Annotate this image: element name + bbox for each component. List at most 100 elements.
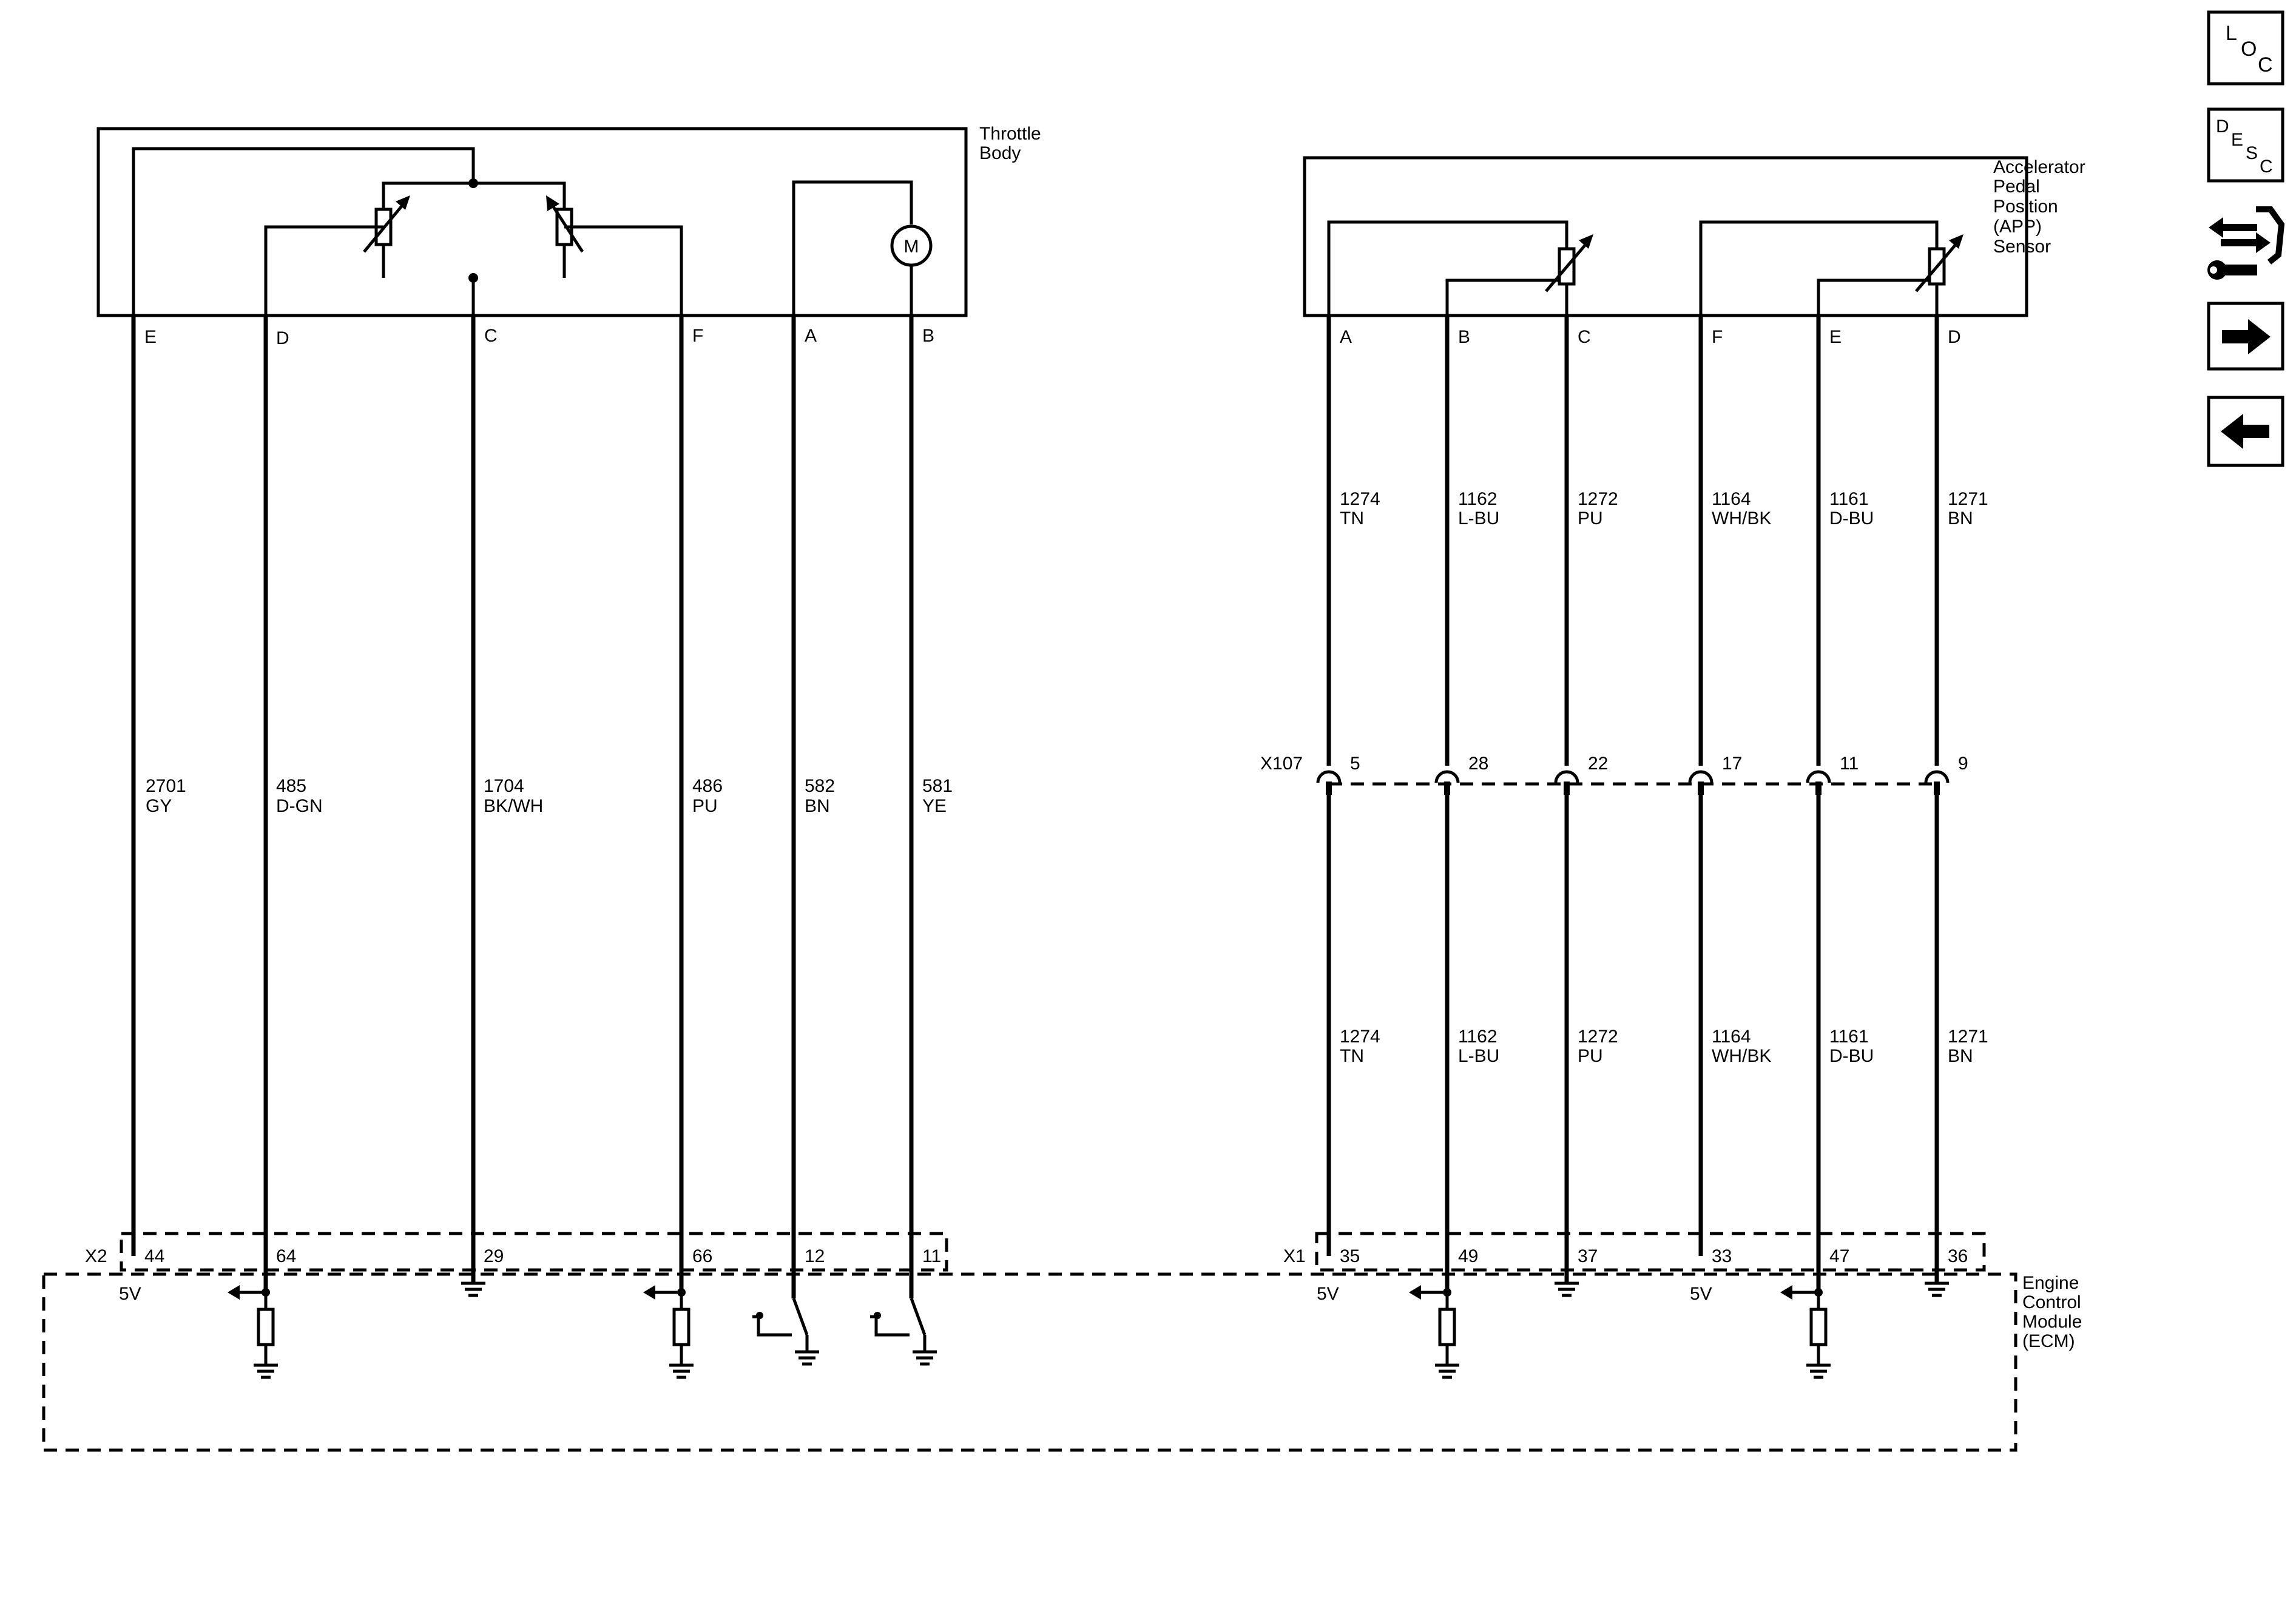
desc-letter-d: D	[2216, 116, 2229, 137]
ecm-signal-47	[1780, 1285, 1831, 1379]
wire-1164-circuit-lower: 1164	[1712, 1027, 1751, 1047]
ecm-ground-29	[461, 1281, 485, 1297]
app1-arrow	[1545, 238, 1591, 292]
x107-pin-17	[1688, 770, 1714, 795]
connector-wrench-icon	[2207, 206, 2285, 280]
wire-486-circuit: 486	[692, 776, 723, 796]
wire-1161-color-lower: D-BU	[1829, 1046, 1874, 1066]
ecm-signal-66	[643, 1285, 694, 1379]
wire-1704-circuit: 1704	[484, 776, 524, 796]
wire-1274-color-lower: TN	[1340, 1046, 1364, 1066]
x2-pin-44: 44	[144, 1246, 164, 1266]
description-button[interactable]: D E S C	[2207, 107, 2284, 183]
tb-motor-wiring	[792, 180, 913, 316]
desc-letter-c: C	[2260, 157, 2273, 177]
x107-pin-17-label: 17	[1722, 754, 1742, 774]
ecm-label-3: Module	[2022, 1312, 2082, 1332]
wire-1271-circuit-upper: 1271	[1948, 489, 1988, 509]
tb-pin-b: B	[922, 326, 934, 346]
wire-485-circuit: 485	[276, 776, 306, 796]
throttle-body-label-2: Body	[979, 143, 1021, 163]
tb-pin-c: C	[484, 326, 498, 346]
ecm-outline	[42, 1272, 2017, 1452]
ecm-5v-label-33: 5V	[1690, 1284, 1712, 1304]
tb-tps2-arrowhead	[546, 195, 559, 211]
x2-pin-12: 12	[805, 1246, 825, 1266]
wire-582-circuit: 582	[805, 776, 835, 796]
ecm-ground-37	[1555, 1281, 1579, 1297]
wire-1272-circuit-upper: 1272	[1578, 489, 1618, 509]
x1-pin-35: 35	[1340, 1246, 1360, 1266]
back-button[interactable]	[2207, 396, 2284, 467]
arrow-left-icon	[2221, 414, 2269, 449]
loc-letter-o: O	[2241, 38, 2257, 61]
x107-label: X107	[1260, 754, 1303, 774]
wire-1164-circuit-upper: 1164	[1712, 489, 1751, 509]
wire-581-color: YE	[922, 796, 947, 816]
ecm-ground-36	[1925, 1281, 1949, 1297]
tb-junction-top	[468, 178, 478, 188]
tb-internal-d	[264, 225, 383, 316]
ecm-signal-49	[1409, 1285, 1459, 1379]
app-label-3: Position	[1993, 197, 2058, 217]
tb-internal-f	[564, 225, 683, 316]
x2-pin-11: 11	[922, 1246, 941, 1266]
tb-motor-symbol: M	[904, 237, 919, 257]
wire-1271-color-upper: BN	[1948, 508, 1973, 528]
app1-internal-a	[1327, 220, 1568, 316]
wire-2701-circuit: 2701	[146, 776, 186, 796]
x107-connector: X107 5 28 22 17 11 9	[1260, 754, 1968, 795]
wire-581-circuit: 581	[922, 776, 953, 796]
wire-1161-circuit-upper: 1161	[1829, 489, 1869, 509]
x1-pin-33: 33	[1712, 1246, 1732, 1266]
loc-letter-l: L	[2226, 22, 2237, 45]
x2-pin-29: 29	[484, 1246, 504, 1266]
x107-pin-11-label: 11	[1840, 754, 1859, 774]
wire-1272-circuit-lower: 1272	[1578, 1027, 1618, 1047]
x107-pin-22	[1554, 770, 1579, 795]
x1-pin-37: 37	[1578, 1246, 1598, 1266]
tb-tps1-arrowhead	[396, 195, 410, 210]
tb-pin-e: E	[144, 327, 157, 347]
throttle-body-label-1: Throttle	[979, 124, 1041, 144]
app1-internal-b	[1445, 279, 1559, 316]
connector-wrench-button[interactable]	[2207, 206, 2285, 280]
wire-485-color: D-GN	[276, 796, 323, 816]
tb-pin-d: D	[276, 328, 289, 348]
arrow-right-icon	[2222, 319, 2271, 354]
wire-582-color: BN	[805, 796, 830, 816]
app-wires: 1274 TN 1162 L-BU 1272 PU 1164 WH/BK 116…	[1326, 316, 1988, 1292]
x2-label: X2	[85, 1246, 107, 1266]
wire-2701-color: GY	[146, 796, 172, 816]
wire-1274-color-upper: TN	[1340, 508, 1364, 528]
location-button[interactable]: L O C	[2207, 10, 2284, 86]
tb-internal-e	[132, 147, 475, 316]
app2-internal-f	[1699, 220, 1939, 316]
app-pin-b: B	[1458, 327, 1470, 347]
ecm-5v-label-35: 5V	[1317, 1284, 1339, 1304]
wire-1704-color: BK/WH	[484, 796, 543, 816]
app-sensor: Accelerator Pedal Position (APP) Sensor …	[1303, 156, 2085, 347]
next-button[interactable]	[2207, 302, 2284, 371]
desc-letter-e: E	[2231, 130, 2243, 150]
wire-1164-color-lower: WH/BK	[1712, 1046, 1771, 1066]
x107-pin-9-label: 9	[1958, 754, 1968, 774]
wire-1272-color-lower: PU	[1578, 1046, 1603, 1066]
nav-toolbar: L O C D E S C	[2207, 10, 2285, 467]
wire-1271-circuit-lower: 1271	[1948, 1027, 1988, 1047]
x107-pin-11	[1806, 770, 1831, 795]
loc-letter-c: C	[2258, 53, 2273, 76]
wire-1271-color-lower: BN	[1948, 1046, 1973, 1066]
wire-1162-color-upper: L-BU	[1458, 508, 1499, 528]
app-pin-a: A	[1340, 327, 1352, 347]
wire-1274-circuit-lower: 1274	[1340, 1027, 1380, 1047]
throttle-wires: 2701 GY 485 D-GN 1704 BK/WH 486 PU 582 B…	[131, 316, 953, 1298]
x107-pin-5	[1316, 770, 1342, 795]
ecm: Engine Control Module (ECM) X2 44 64 29 …	[42, 1232, 2082, 1452]
wire-1162-circuit-lower: 1162	[1458, 1027, 1497, 1047]
x107-pin-9	[1924, 770, 1950, 795]
app-pin-d: D	[1948, 327, 1961, 347]
wire-1274-circuit-upper: 1274	[1340, 489, 1380, 509]
x2-pin-66: 66	[692, 1246, 712, 1266]
